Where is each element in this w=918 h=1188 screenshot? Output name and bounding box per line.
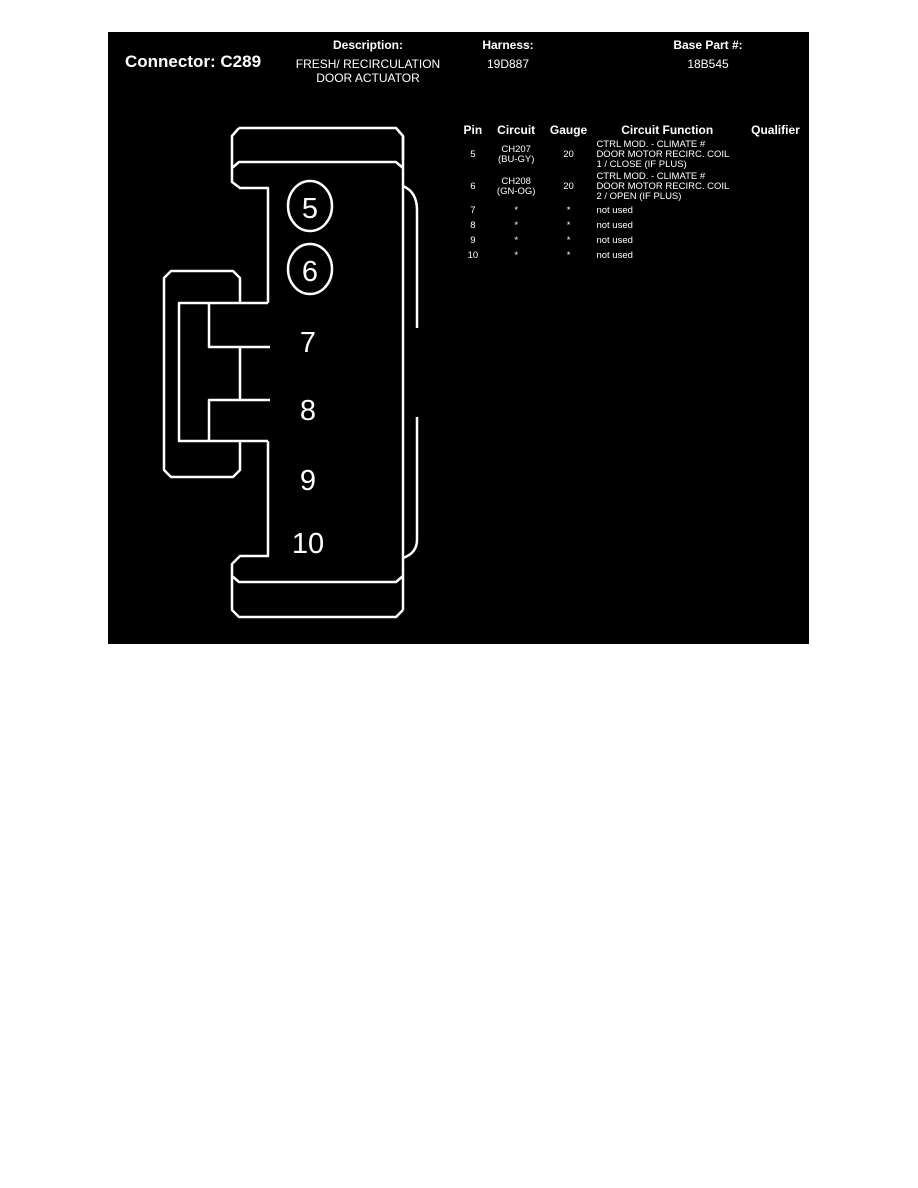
pin-table: Pin Circuit Gauge Circuit Function Quali… [458,121,809,263]
gauge-cell: * [566,234,571,246]
pin-table-header: Pin Circuit Gauge Circuit Function Quali… [458,121,809,139]
pin-9-label: 9 [300,465,316,497]
function-line: CTRL MOD. - CLIMATE # [596,139,706,150]
gauge-cell: 20 [563,181,574,192]
pin-5-label: 5 [302,193,318,225]
description-header: Description: [332,38,403,52]
pin-cell: 6 [470,181,476,192]
circuit-cell: * [514,204,519,216]
table-row: 8 * * not used [458,218,809,233]
pin-cell: 5 [470,149,476,160]
table-row: 10 * * not used [458,248,809,263]
qualifier-cell [742,171,809,203]
connector-face-drawing: 5 6 7 8 9 10 [162,126,419,619]
gauge-cell: 20 [563,149,574,160]
qualifier-cell [742,233,809,248]
qualifier-cell [742,218,809,233]
harness-value: 19D887 [486,57,530,71]
base-part-header: Base Part #: [673,38,743,52]
function-cell: CTRL MOD. - CLIMATE #DOOR MOTOR RECIRC. … [592,139,742,171]
col-qualifier: Qualifier [751,123,800,137]
pin-cell: 9 [470,234,476,246]
pin-cell: 10 [467,249,479,261]
circuit-cell: CH207(BU-GY) [488,139,545,171]
function-line: DOOR MOTOR RECIRC. COIL [596,149,730,160]
function-line: DOOR MOTOR RECIRC. COIL [596,181,730,192]
description-line-2: DOOR ACTUATOR [316,71,420,85]
table-row: 5 CH207(BU-GY) 20 CTRL MOD. - CLIMATE #D… [458,139,809,171]
qualifier-cell [742,248,809,263]
pin-7-label: 7 [300,327,316,359]
function-line: CTRL MOD. - CLIMATE # [596,171,706,182]
function-cell: not used [596,249,633,261]
function-cell: not used [596,219,633,231]
function-cell: not used [596,204,633,216]
gauge-cell: * [566,249,571,261]
circuit-color: (GN-OG) [496,186,536,197]
connector-title: Connector: C289 [125,52,262,71]
function-line: 1 / CLOSE (IF PLUS) [596,159,687,170]
circuit-cell: * [514,234,519,246]
table-row: 6 CH208(GN-OG) 20 CTRL MOD. - CLIMATE #D… [458,171,809,203]
gauge-cell: * [566,219,571,231]
circuit-cell: CH208(GN-OG) [488,171,545,203]
col-pin: Pin [463,123,483,137]
qualifier-cell [742,203,809,218]
gauge-cell: * [566,204,571,216]
pin-10-label: 10 [292,528,324,560]
col-circuit-function: Circuit Function [621,123,714,137]
pin-cell: 8 [470,219,476,231]
circuit-cell: * [514,219,519,231]
description-line-1: FRESH/ RECIRCULATION [295,57,441,71]
pin-6-label: 6 [302,256,318,288]
col-gauge: Gauge [549,123,588,137]
circuit-id: CH207 [501,144,531,155]
table-row: 7 * * not used [458,203,809,218]
circuit-cell: * [514,249,519,261]
col-circuit: Circuit [497,123,536,137]
function-cell: not used [596,234,633,246]
function-line: 2 / OPEN (IF PLUS) [596,191,682,202]
connector-panel: Connector: C289 Description: FRESH/ RECI… [108,32,809,644]
function-cell: CTRL MOD. - CLIMATE #DOOR MOTOR RECIRC. … [592,171,742,203]
table-row: 9 * * not used [458,233,809,248]
pin-cell: 7 [470,204,476,216]
pin-8-label: 8 [300,395,316,427]
circuit-color: (BU-GY) [497,154,535,165]
qualifier-cell [742,139,809,171]
harness-header: Harness: [482,38,534,52]
base-part-value: 18B545 [687,57,729,71]
circuit-id: CH208 [501,176,531,187]
